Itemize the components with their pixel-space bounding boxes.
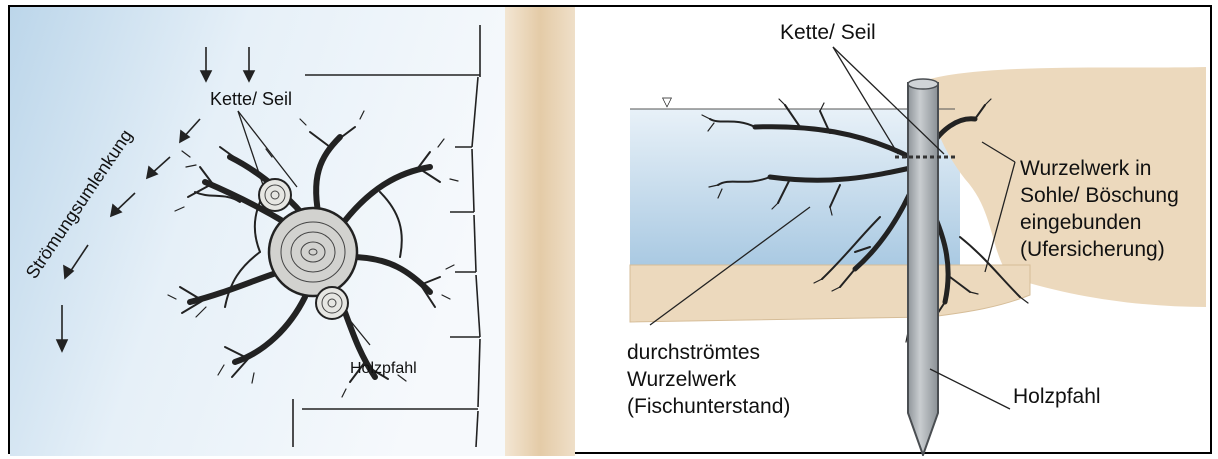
- svg-text:Sohle/ Böschung: Sohle/ Böschung: [1020, 184, 1179, 207]
- figure-frame: Strömungsumlenkung: [8, 5, 1212, 454]
- svg-text:(Ufersicherung): (Ufersicherung): [1020, 238, 1165, 261]
- chain-label-right: Kette/ Seil: [780, 21, 876, 44]
- svg-text:eingebunden: eingebunden: [1020, 211, 1141, 234]
- channel-bed: [630, 265, 1030, 322]
- flow-through-root-label: durchströmtes Wurzelwerk (Fischunterstan…: [627, 341, 790, 418]
- wooden-post-section: [908, 83, 938, 455]
- right-panel: ▽: [627, 21, 1206, 455]
- water-level-symbol: ▽: [662, 94, 672, 109]
- tree-stump-plan: [269, 208, 357, 296]
- post-label-right: Holzpfahl: [1013, 385, 1101, 408]
- riverbank-plan: [505, 7, 575, 456]
- wooden-post-plan-upper: [259, 179, 291, 211]
- wooden-post-plan-lower: [316, 287, 348, 319]
- chain-label-left: Kette/ Seil: [210, 89, 292, 109]
- svg-text:durchströmtes: durchströmtes: [627, 341, 760, 364]
- svg-text:(Fischunterstand): (Fischunterstand): [627, 395, 790, 418]
- post-label-left: Holzpfahl: [350, 360, 417, 377]
- left-panel: Strömungsumlenkung: [10, 7, 575, 456]
- svg-text:Wurzelwerk in: Wurzelwerk in: [1020, 157, 1151, 180]
- root-wad-diagram: Strömungsumlenkung: [10, 7, 1214, 456]
- svg-text:Wurzelwerk: Wurzelwerk: [627, 368, 737, 391]
